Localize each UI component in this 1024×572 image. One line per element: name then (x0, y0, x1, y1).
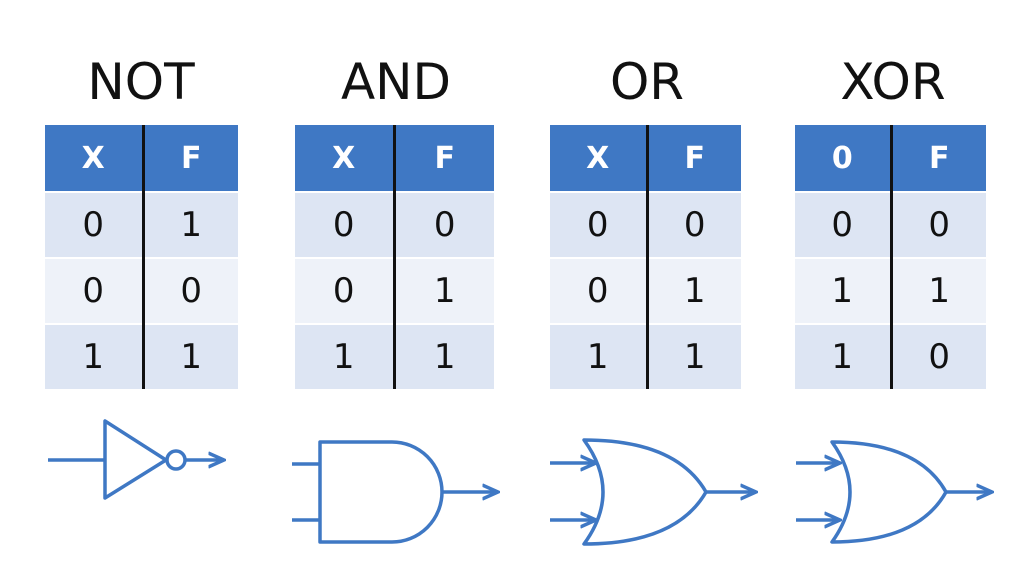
table-cell: 0 (295, 257, 396, 324)
table-header-cell: X (550, 125, 649, 192)
table-header-cell: 0 (795, 125, 893, 192)
table-header-cell: F (891, 125, 986, 192)
table-row: 0 0 (795, 191, 986, 258)
truth-table-or: X F 0 0 0 1 1 1 (550, 125, 741, 389)
truth-table-not: X F 0 1 0 0 1 1 (45, 125, 238, 389)
table-cell: 1 (143, 191, 238, 258)
table-row: 0 1 (550, 257, 741, 324)
table-cell: 1 (143, 323, 238, 389)
table-cell: 1 (647, 257, 741, 324)
table-cell: 0 (295, 191, 396, 258)
table-cell: 1 (891, 257, 986, 324)
truth-table-xor: 0 F 0 0 1 1 1 0 (795, 125, 986, 389)
truth-table-and: X F 0 0 0 1 1 1 (295, 125, 494, 389)
table-cell: 0 (891, 323, 986, 389)
xor-gate-icon (796, 440, 992, 544)
not-gate-icon (48, 419, 224, 500)
and-gate-icon (292, 440, 498, 544)
table-cell: 0 (891, 191, 986, 258)
table-row: 0 0 (550, 191, 741, 258)
gate-title-or: OR (609, 53, 685, 111)
table-header-cell: F (647, 125, 741, 192)
table-cell: 1 (45, 323, 145, 389)
table-row: 1 0 (795, 323, 986, 389)
table-row: 0 1 (45, 191, 238, 258)
table-row: 1 1 (45, 323, 238, 389)
or-gate-icon (550, 438, 756, 546)
gate-title-not: NOT (87, 53, 195, 111)
table-header-row: X F (45, 125, 238, 192)
table-header-cell: F (143, 125, 238, 192)
table-cell: 1 (647, 323, 741, 389)
table-cell: 1 (394, 257, 494, 324)
table-row: 0 1 (295, 257, 494, 324)
table-header-row: X F (295, 125, 494, 192)
table-cell: 0 (45, 257, 145, 324)
table-header-cell: X (45, 125, 145, 192)
table-row: 1 1 (795, 257, 986, 324)
table-cell: 0 (795, 191, 893, 258)
table-header-cell: F (394, 125, 494, 192)
table-row: 1 1 (550, 323, 741, 389)
gate-title-and: AND (340, 53, 452, 111)
gate-title-xor: XOR (840, 53, 946, 111)
table-header-row: 0 F (795, 125, 986, 192)
table-cell: 0 (394, 191, 494, 258)
table-row: 0 0 (295, 191, 494, 258)
table-cell: 1 (795, 257, 893, 324)
table-cell: 1 (550, 323, 649, 389)
table-row: 1 1 (295, 323, 494, 389)
table-row: 0 0 (45, 257, 238, 324)
table-cell: 0 (647, 191, 741, 258)
table-cell: 1 (295, 323, 396, 389)
table-cell: 0 (143, 257, 238, 324)
table-cell: 0 (550, 191, 649, 258)
table-cell: 1 (795, 323, 893, 389)
table-header-cell: X (295, 125, 396, 192)
table-header-row: X F (550, 125, 741, 192)
table-cell: 0 (550, 257, 649, 324)
table-cell: 1 (394, 323, 494, 389)
table-cell: 0 (45, 191, 145, 258)
